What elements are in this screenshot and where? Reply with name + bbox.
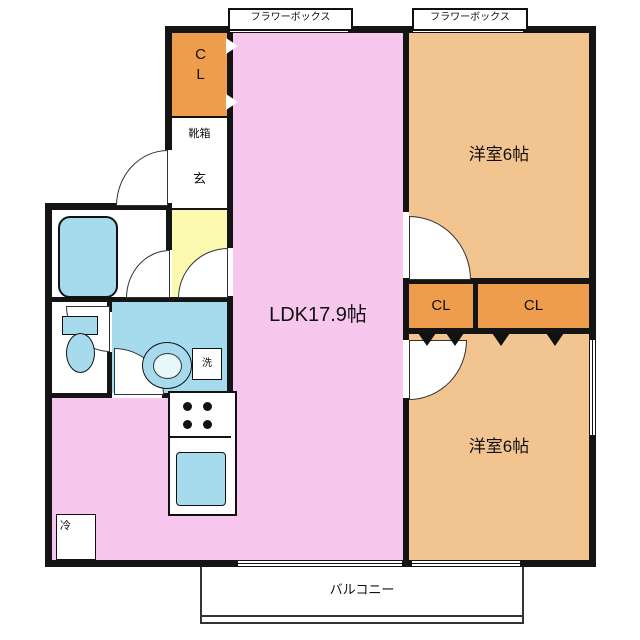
flower-box-left: フラワーボックス [228, 8, 353, 31]
wall-ldk-bedrooms-a [403, 26, 409, 212]
washing-machine-box: 洗 [192, 348, 222, 380]
wall-right [589, 26, 596, 567]
vanity-sink-icon [142, 342, 192, 389]
closet-mid-left-label: CL [431, 297, 451, 314]
wall-step [45, 203, 172, 210]
bedroom-top-label: 洋室6帖 [468, 145, 530, 164]
closet-top-door-mark-icon [226, 94, 238, 110]
closet-door-mark-icon [446, 333, 464, 346]
flower-box-right-label: フラワーボックス [430, 12, 510, 23]
balcony-label: バルコニー [329, 582, 395, 597]
stove-burner-icon [183, 402, 192, 411]
stove-burner-icon [183, 420, 192, 429]
closet-mid-right [478, 284, 589, 328]
balcony: バルコニー [200, 567, 524, 624]
closet-door-mark-icon [418, 333, 436, 346]
closet-top-left-label: CL [192, 46, 209, 86]
toilet-bowl-icon [66, 333, 95, 373]
window-balcony-ldk [238, 560, 402, 567]
washing-machine-label: 洗 [202, 358, 212, 369]
balcony-rail-line [202, 615, 522, 617]
room-ldk [233, 33, 403, 560]
window-right-bedroom [589, 340, 596, 435]
kitchen-sink-icon [176, 452, 226, 506]
wall-hall-ldk-a [227, 210, 233, 248]
wall-ldk-bedrooms-b [403, 278, 409, 340]
wall-wash-ldk [227, 296, 233, 392]
shoe-box-label: 靴箱 [188, 128, 211, 140]
bedroom-bottom-label: 洋室6帖 [468, 437, 530, 456]
closet-mid-left [409, 284, 473, 328]
wall-closet-bedroom-bottom [403, 328, 596, 334]
bathtub-icon [58, 216, 118, 298]
flower-box-right: フラワーボックス [412, 8, 528, 31]
ldk-label: LDK17.9帖 [269, 304, 367, 326]
wall-top [165, 26, 596, 33]
wall-column-ldk [227, 26, 233, 210]
entrance-area [172, 152, 227, 208]
window-balcony-bedroom [412, 560, 520, 567]
wall-ldk-bedrooms-c [403, 398, 409, 560]
stove-burner-icon [203, 402, 212, 411]
wall-wash-kitchen-a [45, 393, 112, 398]
flower-box-left-label: フラワーボックス [250, 12, 331, 23]
wall-bath-hall [166, 210, 172, 250]
counter-divider-line [170, 436, 231, 438]
closet-mid-right-label: CL [523, 297, 544, 314]
entrance-step-line [172, 208, 227, 210]
entrance-label: 玄 [192, 171, 206, 186]
closet-top-left [172, 33, 227, 116]
refrigerator-box: 冷 [56, 514, 96, 560]
vanity-basin-icon [153, 353, 182, 379]
stove-burner-icon [203, 420, 212, 429]
entrance-door-arc [116, 150, 168, 206]
wall-closet-divider [473, 284, 478, 328]
wall-bath-wash [45, 297, 232, 302]
wall-left-upper [165, 26, 172, 150]
closet-door-mark-icon [492, 333, 510, 346]
refrigerator-label: 冷 [60, 520, 71, 532]
closet-door-mark-icon [546, 333, 564, 346]
closet-top-door-mark-icon [226, 38, 238, 54]
wall-toilet-b [107, 352, 112, 393]
wall-left-lower [45, 203, 52, 567]
wall-bedroom-closet-top [403, 278, 596, 284]
